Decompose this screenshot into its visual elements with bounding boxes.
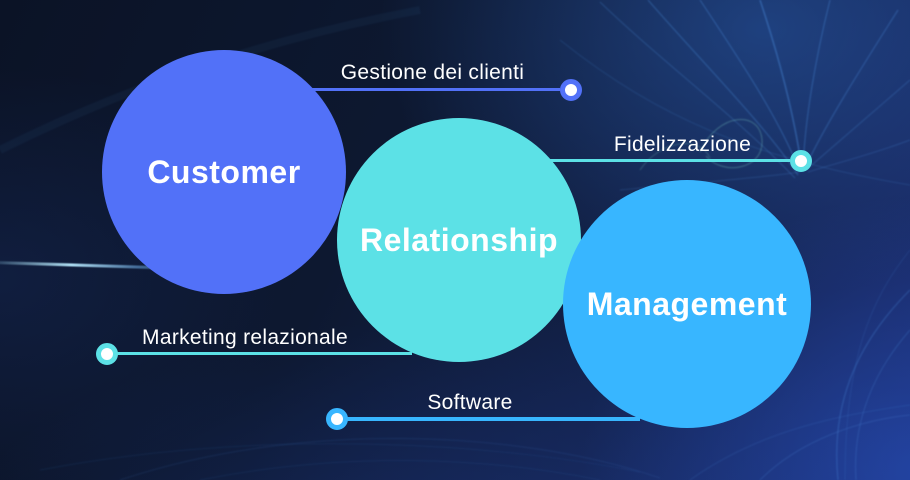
callout-label-fidelizzazione: Fidelizzazione bbox=[613, 133, 752, 156]
circle-customer: Customer bbox=[102, 50, 346, 294]
callout-line-fidelizzazione bbox=[545, 159, 790, 162]
circle-label-relationship: Relationship bbox=[359, 221, 558, 258]
callout-marker-software bbox=[326, 408, 348, 430]
callout-line-software bbox=[340, 417, 640, 421]
circle-label-management: Management bbox=[586, 285, 788, 322]
circle-management: Management bbox=[563, 180, 811, 428]
callout-line-gestione-dei-clienti bbox=[305, 88, 560, 91]
callout-label-software: Software bbox=[427, 391, 513, 414]
callout-label-gestione-dei-clienti: Gestione dei clienti bbox=[340, 61, 525, 84]
circle-label-customer: Customer bbox=[147, 153, 301, 190]
circle-relationship: Relationship bbox=[337, 118, 581, 362]
callout-line-marketing-relazionale bbox=[112, 352, 412, 355]
callout-marker-marketing-relazionale bbox=[96, 343, 118, 365]
callout-label-marketing-relazionale: Marketing relazionale bbox=[142, 326, 348, 349]
